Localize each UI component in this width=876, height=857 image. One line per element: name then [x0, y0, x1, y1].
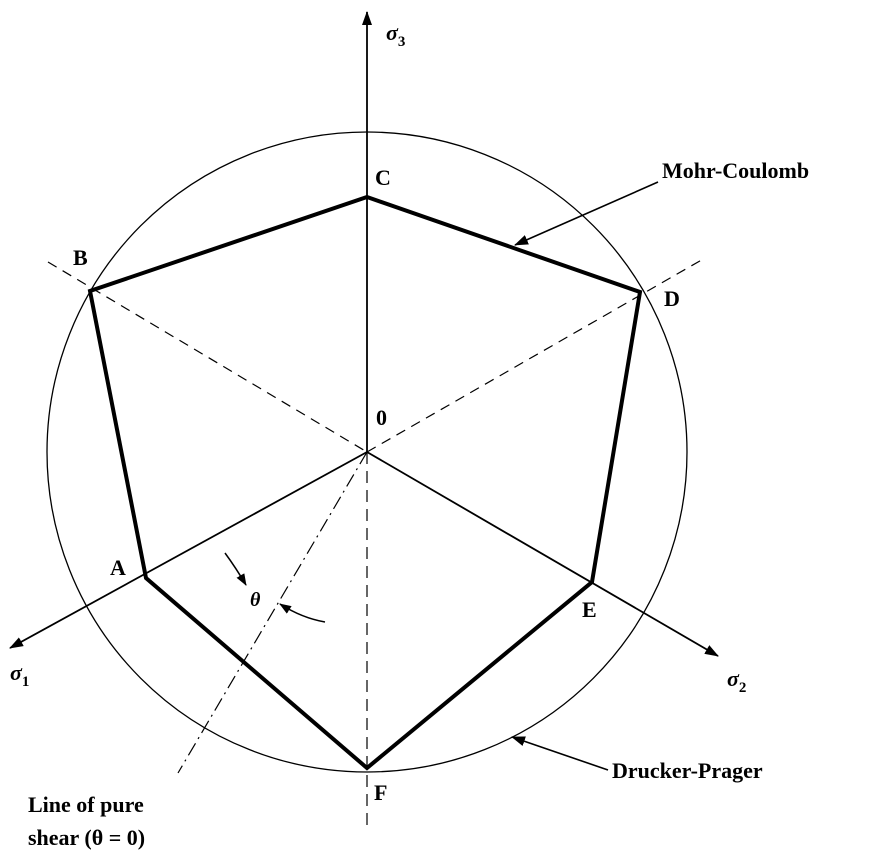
point-label-a: A: [110, 555, 126, 580]
sigma2-axis: [366, 451, 719, 657]
drucker-prager-label: Drucker-Prager: [612, 758, 763, 783]
theta-arc-arrow-left: [224, 552, 247, 586]
sigma2-axis-label: σ2: [727, 666, 746, 696]
sigma1-axis-label: σ1: [10, 660, 29, 690]
sigma3-axis-label: σ3: [386, 20, 405, 50]
theta-arc-arrow-right: [279, 603, 326, 623]
pure-shear-label-line2: shear (θ = 0): [28, 825, 145, 850]
point-label-e: E: [582, 597, 597, 622]
mohr-coulomb-hexagon: [87, 194, 643, 771]
point-label-b: B: [73, 245, 88, 270]
point-label-c: C: [375, 165, 391, 190]
dashed-line-b-to-origin: [47, 261, 368, 453]
drucker-prager-callout-arrow: [511, 736, 609, 771]
sigma1-axis: [9, 451, 368, 649]
point-label-d: D: [664, 286, 680, 311]
mohr-coulomb-label: Mohr-Coulomb: [662, 158, 809, 183]
origin-label: 0: [376, 405, 387, 430]
dashed-line-origin-to-d: [366, 257, 706, 453]
mohr-coulomb-callout-arrow: [514, 181, 659, 246]
theta-label: θ: [250, 589, 261, 611]
pure-shear-line: [177, 451, 368, 774]
pure-shear-label-line1: Line of pure: [28, 792, 144, 817]
point-label-f: F: [374, 780, 387, 805]
